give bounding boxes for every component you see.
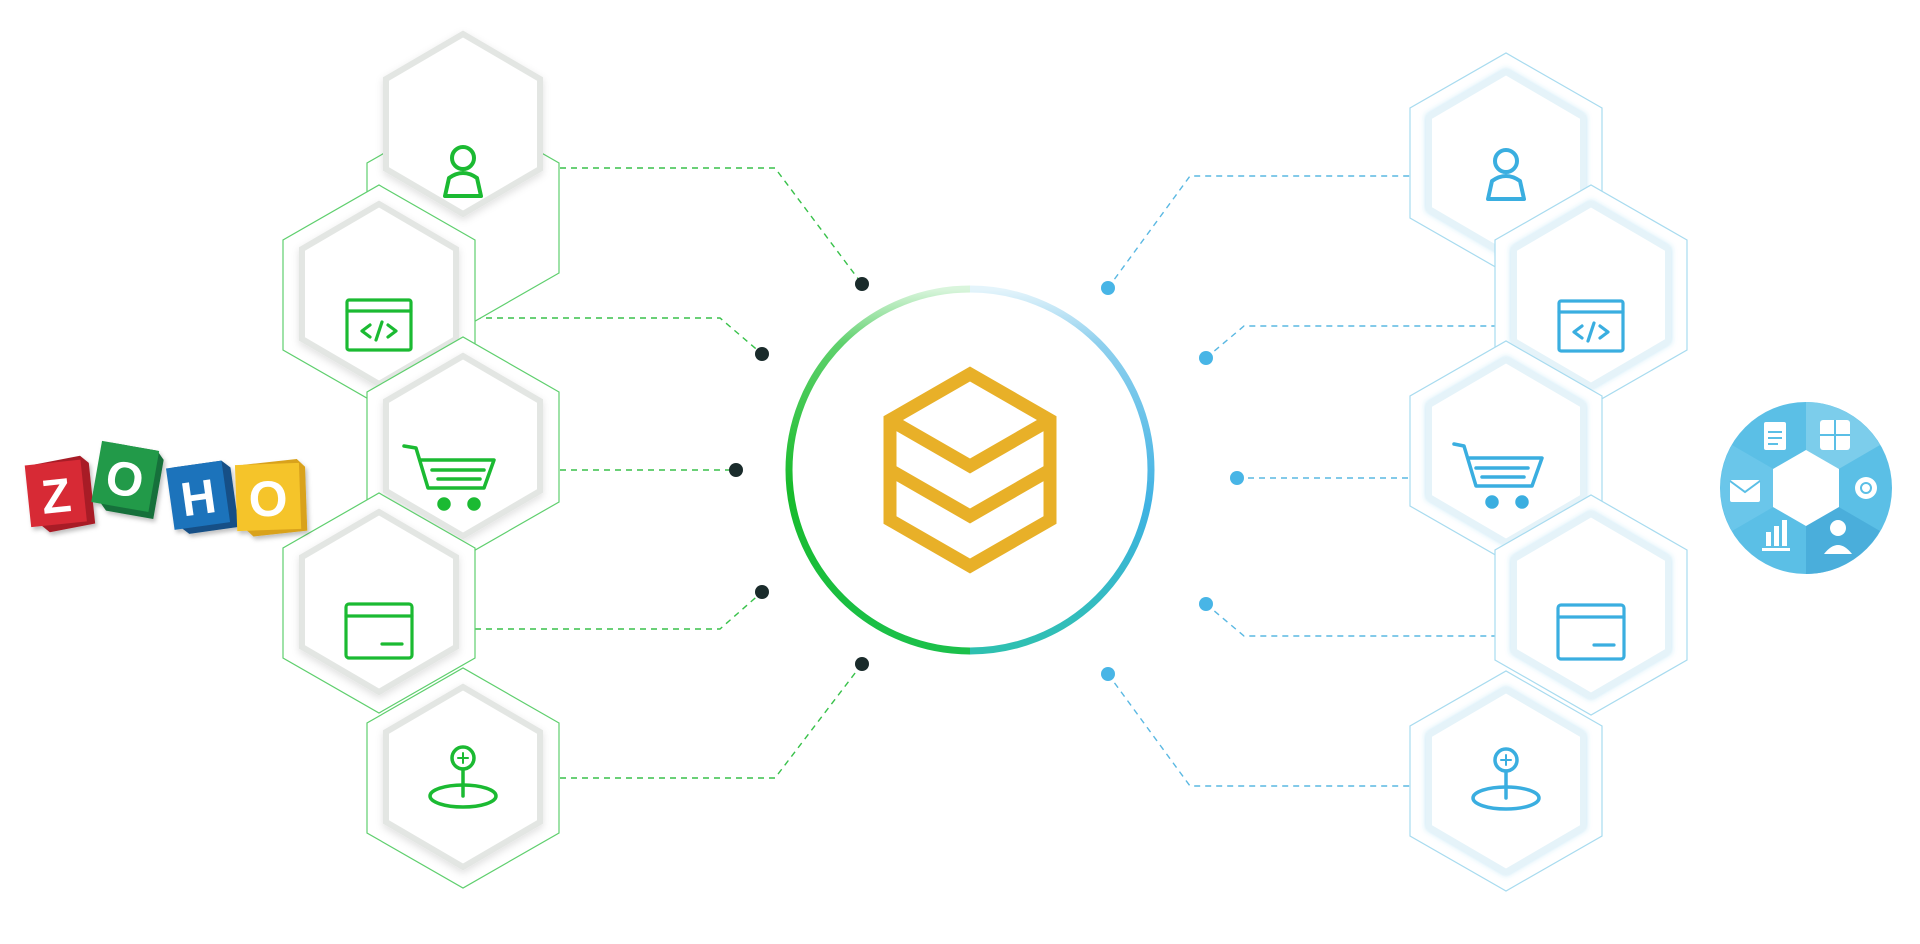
zoho-letter-o1: O: [91, 440, 164, 520]
zoho-letter-h: H: [165, 460, 239, 534]
zoho-letter-z: Z: [24, 455, 96, 533]
cart-icon: [402, 444, 496, 511]
connector-right-2: [1205, 325, 1495, 359]
right-hex-column: [1409, 52, 1688, 892]
dot-left-1: [855, 277, 869, 291]
dot-right-3: [1230, 471, 1244, 485]
location-pin-icon: [1471, 747, 1541, 811]
connector-left-5: [560, 663, 863, 779]
zoho-letter-o2: O: [234, 458, 308, 537]
dot-left-2: [755, 347, 769, 361]
location-pin-icon: [428, 745, 498, 809]
connector-left-4: [475, 591, 763, 630]
right-node-code[interactable]: [1494, 184, 1688, 406]
dot-left-5: [855, 657, 869, 671]
left-icons: [344, 145, 498, 809]
right-connector-dots: [1101, 281, 1244, 681]
dot-right-1: [1101, 281, 1115, 295]
logo-letter-1: Z: [39, 469, 74, 525]
right-node-cart[interactable]: [1409, 340, 1603, 562]
code-window-icon: [1557, 299, 1625, 353]
connector-left-1: [560, 167, 863, 285]
dot-right-2: [1199, 351, 1213, 365]
stacked-layers-icon: [883, 366, 1057, 574]
logo-letter-4: O: [248, 470, 289, 527]
hub-ring-left: [785, 285, 971, 655]
connector-right-1: [1107, 175, 1410, 289]
user-icon: [1486, 148, 1526, 201]
dot-left-4: [755, 585, 769, 599]
right-icons: [1452, 148, 1626, 811]
payment-card-icon: [344, 602, 414, 660]
left-hex-column: [282, 30, 560, 889]
left-node-code[interactable]: [282, 184, 476, 406]
zoho-logo: Z O H O: [24, 440, 308, 537]
left-connectors: [475, 167, 863, 779]
dot-right-5: [1101, 667, 1115, 681]
dot-right-4: [1199, 597, 1213, 611]
connector-left-2: [475, 317, 763, 355]
logo-letter-3: H: [178, 470, 220, 527]
code-window-icon: [345, 298, 413, 352]
logo-letter-2: O: [102, 451, 148, 510]
left-connector-dots: [729, 277, 869, 671]
dot-left-3: [729, 463, 743, 477]
cart-icon: [1452, 442, 1544, 509]
right-connectors: [1107, 175, 1495, 787]
left-node-cart[interactable]: [366, 336, 560, 558]
payment-card-icon: [1556, 603, 1626, 661]
apps-wheel-icon: [1720, 402, 1892, 574]
connector-right-5: [1107, 673, 1410, 787]
user-icon: [443, 145, 483, 198]
connector-right-4: [1205, 603, 1495, 637]
hub-ring-right: [969, 285, 1155, 655]
central-hub[interactable]: [785, 285, 1155, 655]
